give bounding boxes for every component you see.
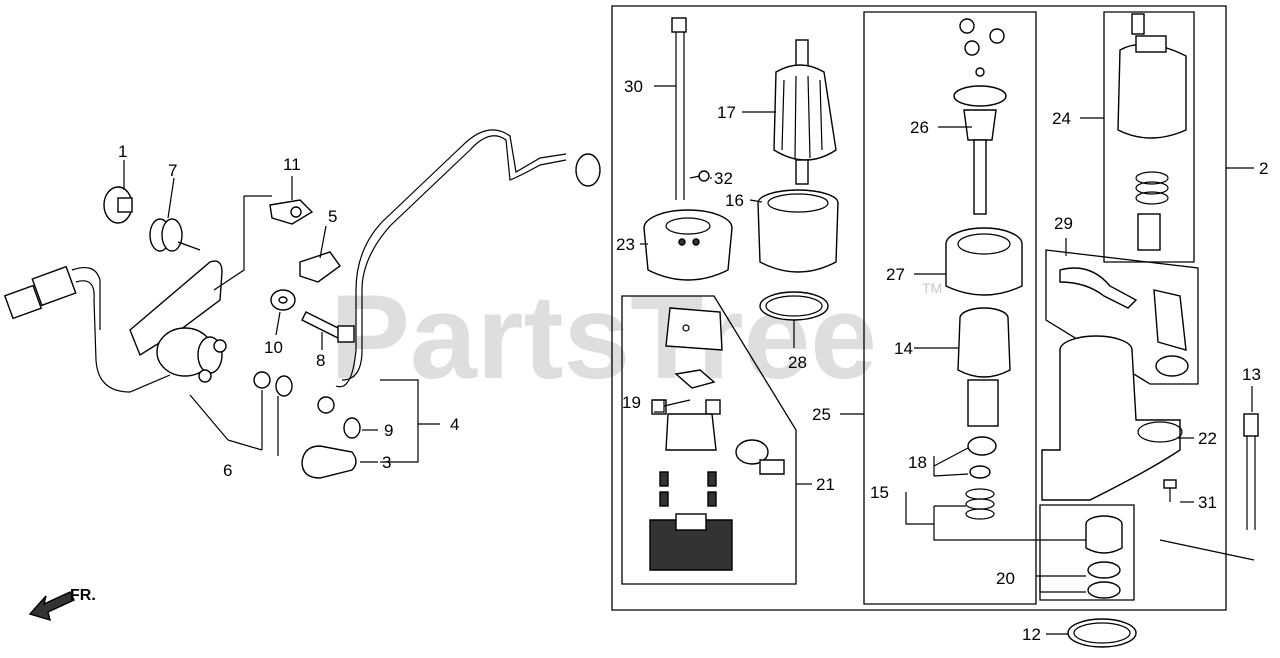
callout-9: 9 (384, 421, 393, 440)
watermark-tm: TM (922, 280, 942, 296)
solenoid-24 (1117, 13, 1187, 251)
starter-assembly-box (611, 5, 1227, 611)
callout-6: 6 (223, 461, 232, 480)
housing-22 (1041, 335, 1183, 501)
callout-20: 20 (996, 569, 1015, 588)
callout-25: 25 (812, 405, 831, 424)
washer-10 (270, 289, 296, 311)
lever-29 (1059, 267, 1189, 377)
callout-4: 4 (450, 415, 459, 434)
callout-19: 19 (622, 393, 641, 412)
lever-box (1045, 249, 1199, 385)
callout-28: 28 (788, 353, 807, 372)
starter-cable (317, 129, 601, 414)
callout-8: 8 (316, 351, 325, 370)
callout-18: 18 (908, 453, 927, 472)
screw-31 (1163, 479, 1177, 502)
leader-lines-right (640, 85, 1255, 635)
nut-6b (275, 375, 293, 397)
front-direction-label: FR. (70, 587, 96, 604)
grommet-7 (149, 218, 183, 252)
screw-32 (689, 170, 710, 182)
callout-15: 15 (870, 483, 889, 502)
watermark: PartsTree (330, 270, 877, 404)
nuts-top (959, 18, 1005, 77)
callout-12: 12 (1022, 625, 1041, 644)
callout-13: 13 (1242, 365, 1261, 384)
nut-9 (343, 417, 361, 439)
callout-29: 29 (1054, 214, 1073, 233)
callout-17: 17 (717, 103, 736, 122)
callout-5: 5 (328, 207, 337, 226)
callout-21: 21 (816, 475, 835, 494)
pinion-gear (1085, 515, 1123, 554)
internal-gear-27 (945, 227, 1023, 296)
callout-3: 3 (382, 453, 391, 472)
o-ring-28 (759, 291, 829, 321)
callout-32: 32 (714, 169, 733, 188)
pinion-clutch-14 (957, 307, 1011, 427)
callout-1: 1 (118, 142, 127, 161)
leader-lines-left (123, 160, 440, 463)
callouts: 1 2 3 4 5 6 7 8 9 10 11 12 13 14 15 16 1… (118, 77, 1268, 644)
o-ring-12 (1067, 618, 1137, 648)
bolt-13 (1243, 413, 1259, 530)
armature-17 (773, 39, 837, 185)
callout-16: 16 (725, 191, 744, 210)
washer-6a (253, 371, 271, 389)
callout-30: 30 (624, 77, 643, 96)
callout-24: 24 (1052, 109, 1071, 128)
starter-solenoid (129, 260, 227, 383)
through-bolt-30 (671, 17, 687, 200)
rings-20 (1087, 561, 1121, 599)
terminal-cover-3 (301, 445, 357, 479)
clamp-5 (299, 251, 341, 283)
wire-connector (3, 265, 171, 393)
callout-31: 31 (1198, 493, 1217, 512)
drive-assembly-box (863, 11, 1037, 605)
brush-holder-box (621, 295, 797, 585)
front-direction-arrow: FR. (28, 587, 96, 622)
clip-11 (269, 199, 314, 225)
brush-holder-assembly-21 (649, 307, 785, 571)
callout-26: 26 (910, 118, 929, 137)
yoke-16 (757, 189, 839, 273)
callout-11: 11 (283, 155, 301, 174)
callout-27: 27 (886, 265, 905, 284)
rubber-cap-1 (103, 186, 133, 224)
callout-23: 23 (616, 235, 635, 254)
callout-22: 22 (1198, 429, 1217, 448)
spring-15 (965, 488, 995, 520)
callout-14: 14 (894, 339, 913, 358)
pinion-box (1039, 504, 1135, 601)
collar-18 (967, 436, 997, 479)
shaft-26 (953, 85, 1007, 215)
bolt-8 (301, 311, 355, 343)
callout-2: 2 (1259, 159, 1268, 178)
callout-10: 10 (264, 338, 283, 357)
callout-7: 7 (168, 161, 177, 180)
end-cover-23 (643, 209, 733, 281)
solenoid-box (1103, 11, 1195, 263)
